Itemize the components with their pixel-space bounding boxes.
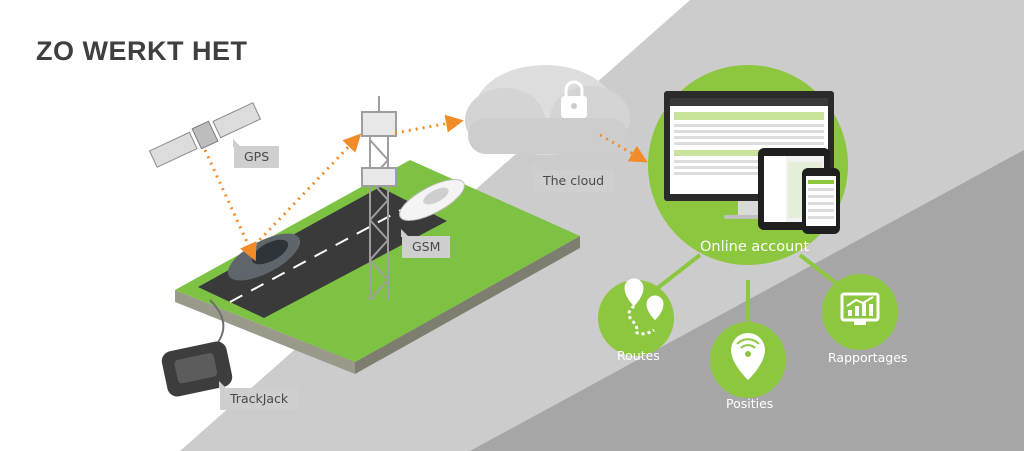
gsm-label: GSM [400, 229, 451, 258]
location-signal-icon [731, 333, 765, 380]
cloud-label: The cloud [531, 163, 615, 192]
route-pins-icon [624, 278, 664, 336]
reports-label: Rapportages [828, 350, 908, 365]
reports-circle [822, 274, 898, 350]
ground-island [175, 160, 580, 374]
satellite-icon [148, 102, 262, 168]
tracker-device-icon [161, 299, 233, 397]
chart-monitor-icon [840, 292, 880, 325]
trackjack-label: TrackJack [218, 381, 299, 410]
cell-tower-icon [361, 96, 397, 301]
white-car [399, 179, 465, 221]
routes-label: Routes [617, 348, 660, 363]
data-flow-arrows [203, 114, 648, 262]
grey-car [227, 233, 301, 281]
cloud-lock-icon [465, 65, 630, 155]
positions-label: Posities [726, 396, 774, 411]
phone-icon [802, 168, 840, 234]
page-title: ZO WERKT HET [36, 36, 248, 66]
gps-label: GPS [232, 139, 280, 168]
online-account-label: Online account [700, 239, 810, 255]
